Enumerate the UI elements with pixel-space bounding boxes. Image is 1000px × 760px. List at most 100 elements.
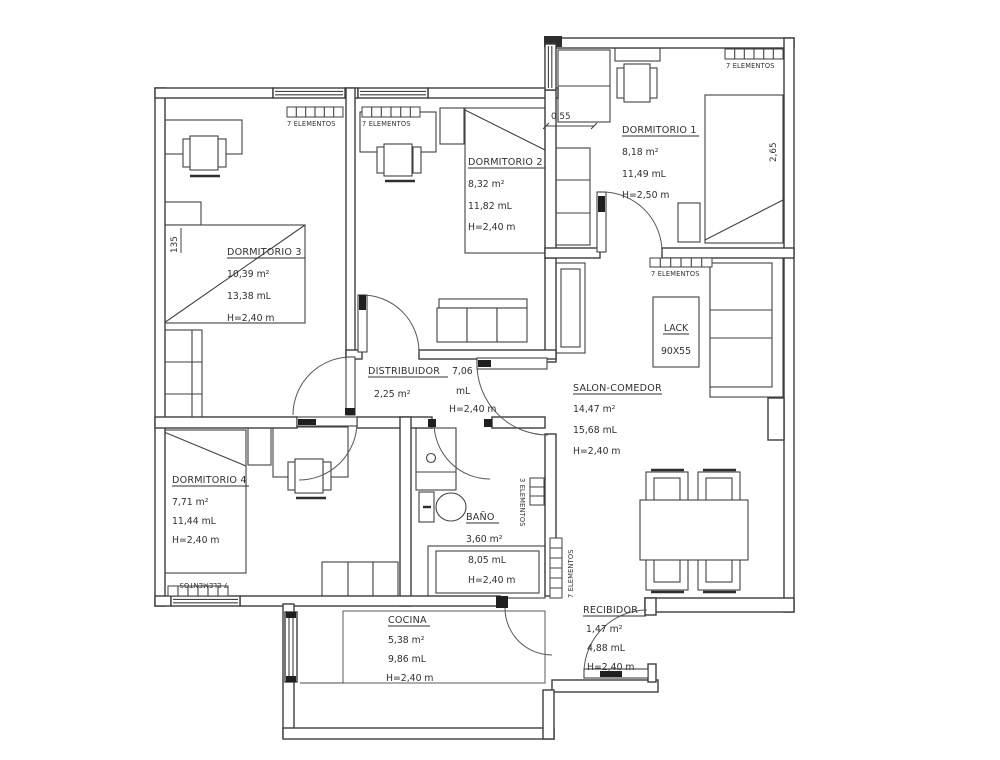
room-name: DORMITORIO 2: [468, 157, 543, 168]
door-arc-entry: [583, 609, 648, 674]
bed-cover-line: [163, 224, 306, 324]
room-name: DISTRIBUIDOR: [368, 366, 440, 377]
sofa-back: [438, 298, 528, 309]
bed-cover-line: [163, 431, 247, 467]
room-area: 10,39 m²: [227, 269, 270, 280]
room-name: DORMITORIO 3: [227, 247, 302, 258]
dim-bed-length: 2,65: [769, 142, 779, 162]
room-perimeter: 4,88 mL: [587, 643, 626, 654]
wall-d3-d4-a: [154, 416, 298, 429]
doors: [292, 191, 663, 679]
room-name: RECIBIDOR: [583, 605, 638, 616]
chair-arm: [322, 461, 332, 491]
bed: [163, 429, 247, 574]
dimension-annotations: 0,55 2,65 135: [170, 112, 779, 253]
chair-seat: [383, 143, 413, 177]
radiator-salon-west: 7 ELEMENTOS: [549, 537, 575, 599]
radiator-dorm1: 7 ELEMENTOS: [724, 48, 784, 70]
label-dormitorio3: DORMITORIO 3 10,39 m² 13,38 mL H=2,40 m: [227, 247, 305, 324]
nightstand: [163, 201, 202, 226]
wall-bano-top: [491, 416, 546, 429]
door-leaf-dorm4: [296, 416, 358, 427]
room-area: 8,32 m²: [468, 179, 505, 190]
room-height: H=2,40 m: [587, 662, 635, 673]
door-arc-cocina: [504, 607, 553, 656]
radiator-bano: 3 ELEMENTOS: [518, 477, 545, 527]
label-lack-table: LACK 90X55: [661, 323, 691, 357]
room-perimeter: 11,49 mL: [622, 169, 667, 180]
radiator-salon-top: 7 ELEMENTOS: [649, 257, 713, 278]
label-bano: BAÑO 3,60 m² 8,05 mL H=2,40 m: [466, 510, 516, 586]
label-dormitorio4: DORMITORIO 4 7,71 m² 11,44 mL H=2,40 m: [172, 475, 249, 546]
door-arc-dorm2: [361, 294, 420, 353]
room-perimeter-unit: mL: [456, 386, 471, 397]
window-dorm1-side: [544, 43, 557, 91]
room-perimeter: 13,38 mL: [227, 291, 272, 302]
chair-seat: [189, 135, 219, 171]
dresser: [372, 561, 399, 597]
wall-right: [783, 37, 795, 613]
room-area: 5,38 m²: [388, 635, 425, 646]
room-height: H=2,40 m: [573, 446, 621, 457]
wall-bottom-a: [154, 595, 172, 607]
room-area: 7,71 m²: [172, 497, 209, 508]
radiator-label: 7 ELEMENTOS: [651, 270, 700, 278]
radiator-dorm4: 7 ELEMENTOS: [167, 581, 229, 597]
dormitorio4-furniture: [163, 426, 399, 597]
wall-d3-d4-b: [356, 416, 433, 429]
window-dorm4: [170, 595, 241, 607]
chair-seat: [294, 458, 324, 494]
salon-furniture: [555, 252, 784, 594]
shelf-unit-inner: [560, 268, 581, 348]
radiator-dorm2: 7 ELEMENTOS: [361, 106, 421, 128]
dresser: [321, 561, 349, 597]
wall-top-a: [154, 87, 274, 99]
label-distribuidor: DISTRIBUIDOR 2,25 m² 7,06 mL H=2,40 m: [368, 366, 497, 415]
room-area: 3,60 m²: [466, 534, 503, 545]
dim-wardrobe-width: 0,55: [542, 112, 598, 130]
room-height: H=2,40 m: [449, 404, 497, 415]
radiator-label: 7 ELEMENTOS: [362, 120, 411, 128]
radiator-dorm3: 7 ELEMENTOS: [286, 106, 344, 128]
wall-salon-bottom: [644, 597, 795, 613]
bano-fixtures: [415, 427, 546, 599]
door-arc-bano: [433, 422, 491, 480]
wall-top-c: [427, 87, 559, 99]
dim-bed-width: 135: [170, 228, 182, 253]
room-area: 2,25 m²: [374, 389, 411, 400]
room-name: COCINA: [388, 615, 427, 626]
washbasin-drain: [425, 452, 437, 464]
window-dorm2: [357, 87, 429, 99]
lack-table: [652, 296, 700, 368]
wall-left: [154, 87, 166, 607]
wall-bottom-b: [239, 595, 501, 607]
kitchen-counter-outline: [342, 610, 546, 684]
sofa-cushions: [709, 262, 773, 388]
room-area: 8,18 m²: [622, 147, 659, 158]
room-name: SALON-COMEDOR: [573, 383, 662, 394]
radiator-label: 7 ELEMENTOS: [726, 62, 775, 70]
wall-salon-jamb: [644, 597, 657, 616]
room-height: H=2,40 m: [468, 575, 516, 586]
wall-center-b: [544, 257, 557, 363]
chair-arm: [412, 146, 422, 174]
bed-cover-line: [704, 199, 784, 241]
room-height: H=2,40 m: [386, 673, 434, 684]
svg-text:2,65: 2,65: [769, 142, 779, 162]
bathtub: [427, 545, 546, 599]
svg-text:0,55: 0,55: [551, 112, 571, 122]
room-name: BAÑO: [466, 510, 495, 523]
chair-seat: [623, 63, 651, 103]
wardrobe-shelves: [164, 330, 202, 420]
door-arc-dorm1: [601, 191, 663, 253]
radiator-label: 3 ELEMENTOS: [518, 478, 526, 527]
room-perimeter-value: 7,06: [452, 366, 473, 377]
sofa-seat: [436, 307, 468, 343]
dormitorio3-furniture: [163, 119, 306, 421]
dining-table: [639, 499, 749, 561]
door-leaf-salon: [476, 357, 548, 370]
nightstand: [439, 107, 465, 145]
toilet-bowl: [435, 492, 467, 522]
label-salon-comedor: SALON-COMEDOR 14,47 m² 15,68 mL H=2,40 m: [573, 383, 662, 457]
